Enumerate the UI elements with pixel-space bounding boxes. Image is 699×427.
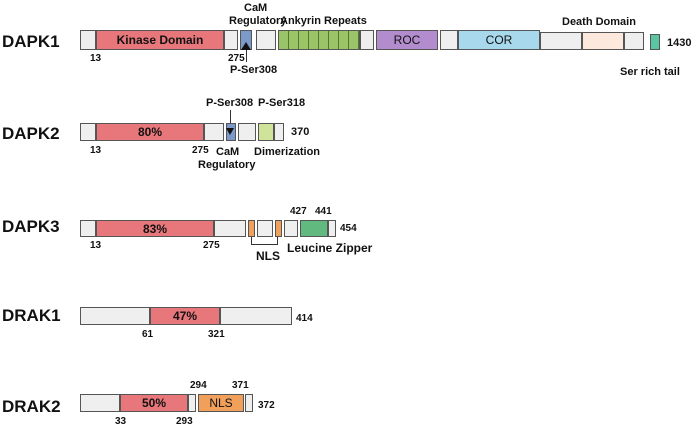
dapk2-cam-label-line1: CaM (216, 146, 240, 158)
dapk3-nterm-segment (80, 220, 96, 237)
dapk1-pser308-label: P-Ser308 (230, 64, 278, 76)
dapk2-pser308-line (230, 110, 231, 123)
dapk1-kinase-domain: Kinase Domain (96, 30, 224, 50)
dapk1-length: 1430 (667, 37, 692, 49)
drak2-linker-1 (188, 394, 196, 412)
dapk3-lz-label: Leucine Zipper (287, 241, 373, 255)
dapk1-linker-2 (256, 30, 276, 50)
dapk2-kinase-domain: 80% (96, 123, 204, 141)
dapk1-nterm-segment (80, 30, 96, 50)
dapk2-pser308-label: P-Ser308 (206, 97, 254, 109)
dapk2-nterm-segment (80, 123, 96, 141)
dapk1-name: DAPK1 (2, 32, 60, 51)
dapk1-pos-start: 13 (90, 53, 102, 64)
dapk3-pos-lz-start: 427 (290, 206, 307, 217)
dapk3-cterm-segment (328, 220, 336, 237)
drak1-pos-kinase-end: 321 (208, 329, 225, 340)
dapk1-linker-5 (540, 32, 582, 50)
drak2-pos-kinase-end: 293 (176, 416, 193, 427)
drak2-nterm-segment (80, 394, 120, 412)
dapk1-cam-label-line2: Regulatory (229, 15, 287, 27)
dapk1-linker-4 (440, 30, 458, 50)
dapk2-dimerization-label: Dimerization (254, 146, 321, 158)
dapk1-ser-rich-tail (650, 34, 660, 50)
dapk1-pser308-line (246, 50, 247, 62)
dapk1-ser-tail-label: Ser rich tail (620, 66, 680, 78)
dapk3-linker-3 (284, 220, 298, 237)
dapk1-pser308-arrow-icon (241, 42, 251, 50)
drak2-cterm-segment (245, 394, 253, 412)
dapk2-name: DAPK2 (2, 124, 60, 143)
drak1-nterm-segment (80, 307, 150, 325)
dapk3-kinase-domain: 83% (96, 220, 214, 237)
drak1-cterm-segment (220, 307, 292, 325)
drak1-length: 414 (296, 313, 313, 324)
dapk2-kinase-pct: 80% (137, 125, 163, 139)
drak2-nls-domain: NLS (198, 394, 244, 412)
dapk3-pos-kinase-end: 275 (203, 240, 220, 251)
dapk3-pos-lz-end: 441 (315, 206, 332, 217)
dapk2-pser318-label: P-Ser318 (258, 97, 306, 109)
dapk1-roc-domain: ROC (376, 30, 438, 50)
dapk3-linker-1 (214, 220, 246, 237)
drak2-pos-start: 33 (115, 416, 127, 427)
dapk1-linker-3 (360, 30, 374, 50)
drak2-kinase-pct: 50% (141, 396, 167, 410)
dapk2-cam-label-line2: Regulatory (198, 159, 256, 171)
dapk2-linker-1 (204, 123, 224, 141)
drak2-pos-nls-end: 371 (232, 380, 249, 391)
dapk2-pos-kinase-end: 275 (192, 145, 209, 156)
dapk2-dimerization (258, 123, 274, 141)
drak2-nls-label: NLS (209, 396, 233, 410)
dapk3-leucine-zipper (300, 220, 328, 237)
dapk1-death-domain (582, 32, 624, 50)
dapk1-linker-6 (624, 32, 644, 50)
drak1-kinase-pct: 47% (172, 309, 198, 323)
dapk3-nls-label: NLS (256, 249, 280, 263)
dapk3-nls-1 (248, 220, 255, 237)
dapk3-name: DAPK3 (2, 217, 60, 236)
dapk1-ankyrin-label: Ankyrin Repeats (280, 15, 367, 27)
dapk2-pos-start: 13 (90, 145, 102, 156)
drak2-name: DRAK2 (2, 397, 61, 416)
dapk2-pser-arrow-icon (226, 128, 234, 135)
dapk3-linker-2 (257, 220, 273, 237)
dapk1-linker-1 (224, 30, 238, 50)
dapk1-cor-label: COR (485, 33, 513, 47)
dapk3-length: 454 (340, 223, 357, 234)
drak2-pos-nls-start: 294 (190, 380, 207, 391)
dapk1-kinase-label: Kinase Domain (116, 33, 204, 47)
drak1-name: DRAK1 (2, 306, 61, 325)
drak2-length: 372 (258, 400, 275, 411)
dapk3-kinase-pct: 83% (142, 221, 168, 236)
drak1-kinase-domain: 47% (150, 307, 220, 325)
drak1-pos-start: 61 (142, 329, 154, 340)
drak2-kinase-domain: 50% (120, 394, 188, 412)
dapk1-cam-label-line1: CaM (244, 2, 268, 14)
dapk2-linker-2 (238, 123, 256, 141)
dapk3-nls-bracket (251, 237, 278, 245)
dapk1-pos-kinase-end: 275 (228, 53, 245, 64)
dapk1-death-label: Death Domain (562, 16, 636, 28)
dapk3-pos-start: 13 (90, 240, 102, 251)
dapk1-cor-domain: COR (458, 30, 540, 50)
dapk1-ankyrin-repeats (278, 30, 360, 50)
dapk2-length: 370 (291, 126, 310, 138)
dapk3-nls-2 (275, 220, 282, 237)
dapk2-cterm-segment (274, 123, 284, 141)
dapk1-roc-label: ROC (393, 33, 421, 47)
